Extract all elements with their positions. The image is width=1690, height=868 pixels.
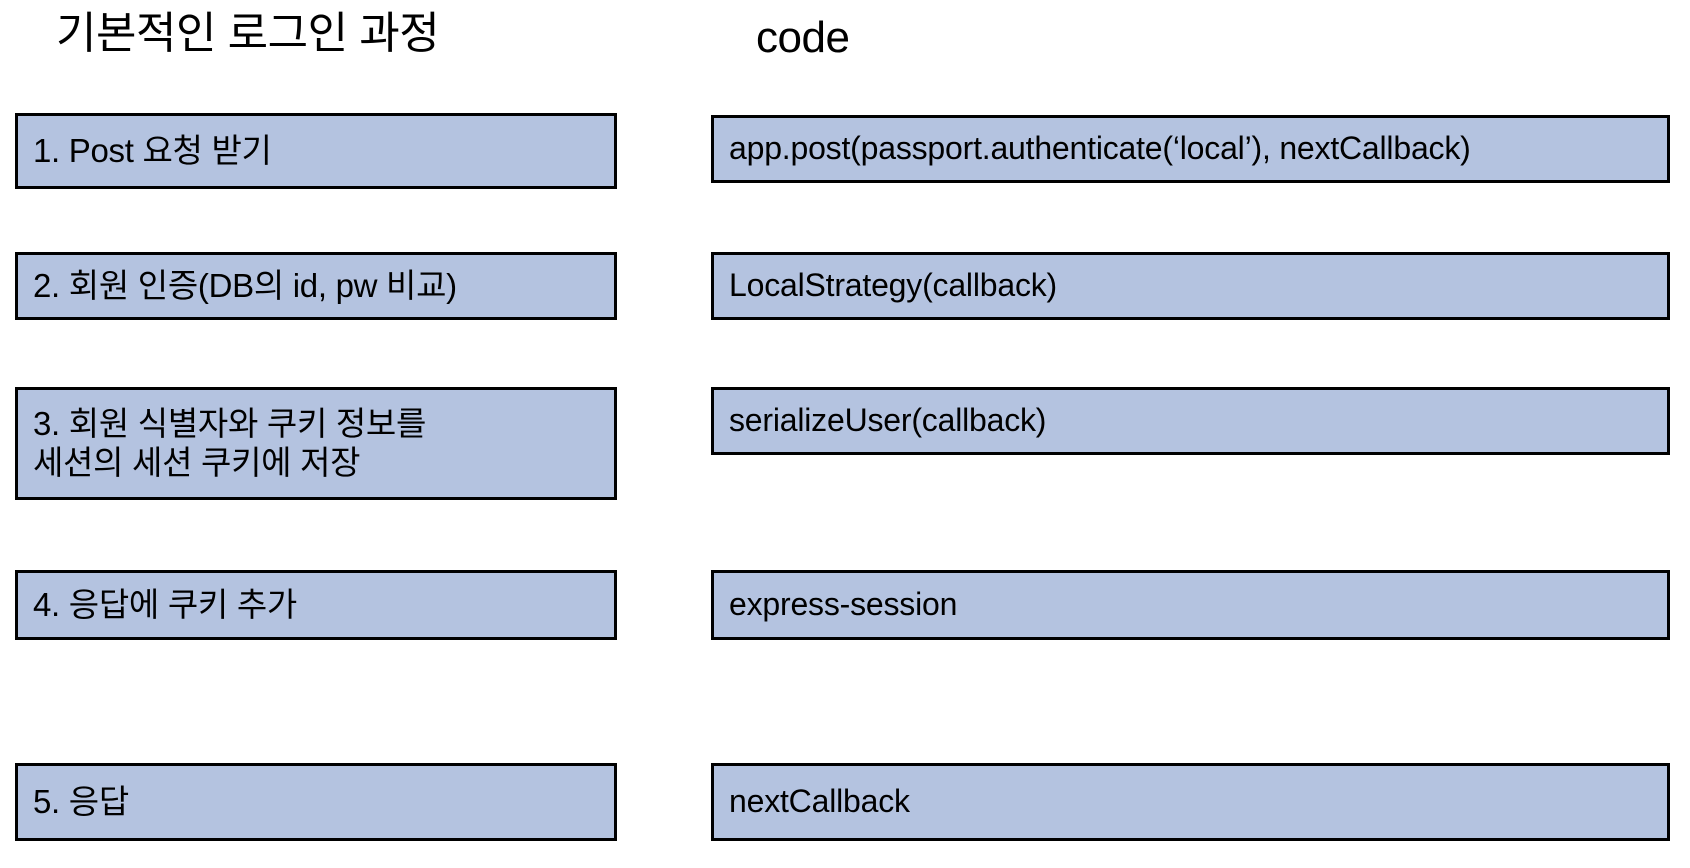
code-box-2-label: LocalStrategy(callback)	[729, 267, 1057, 304]
step-box-5: 5. 응답	[15, 763, 617, 841]
code-box-1-label: app.post(passport.authenticate(‘local’),…	[729, 130, 1471, 167]
step-box-4-label: 4. 응답에 쿠키 추가	[33, 585, 297, 623]
code-box-5: nextCallback	[711, 763, 1670, 841]
step-box-3: 3. 회원 식별자와 쿠키 정보를 세션의 세션 쿠키에 저장	[15, 387, 617, 500]
column-heading-code: code	[756, 13, 850, 62]
step-box-5-label: 5. 응답	[33, 782, 129, 820]
column-heading-login-process: 기본적인 로그인 과정	[56, 9, 440, 58]
code-box-3: serializeUser(callback)	[711, 387, 1670, 455]
code-box-4-label: express-session	[729, 586, 958, 623]
code-box-4: express-session	[711, 570, 1670, 640]
step-box-2: 2. 회원 인증(DB의 id, pw 비교)	[15, 252, 617, 320]
step-box-2-label: 2. 회원 인증(DB의 id, pw 비교)	[33, 266, 457, 304]
code-box-5-label: nextCallback	[729, 783, 910, 820]
step-box-4: 4. 응답에 쿠키 추가	[15, 570, 617, 640]
step-box-1: 1. Post 요청 받기	[15, 113, 617, 189]
code-box-1: app.post(passport.authenticate(‘local’),…	[711, 115, 1670, 183]
step-box-1-label: 1. Post 요청 받기	[33, 131, 272, 169]
code-box-3-label: serializeUser(callback)	[729, 402, 1047, 439]
step-box-3-label: 3. 회원 식별자와 쿠키 정보를 세션의 세션 쿠키에 저장	[33, 404, 427, 481]
code-box-2: LocalStrategy(callback)	[711, 252, 1670, 320]
